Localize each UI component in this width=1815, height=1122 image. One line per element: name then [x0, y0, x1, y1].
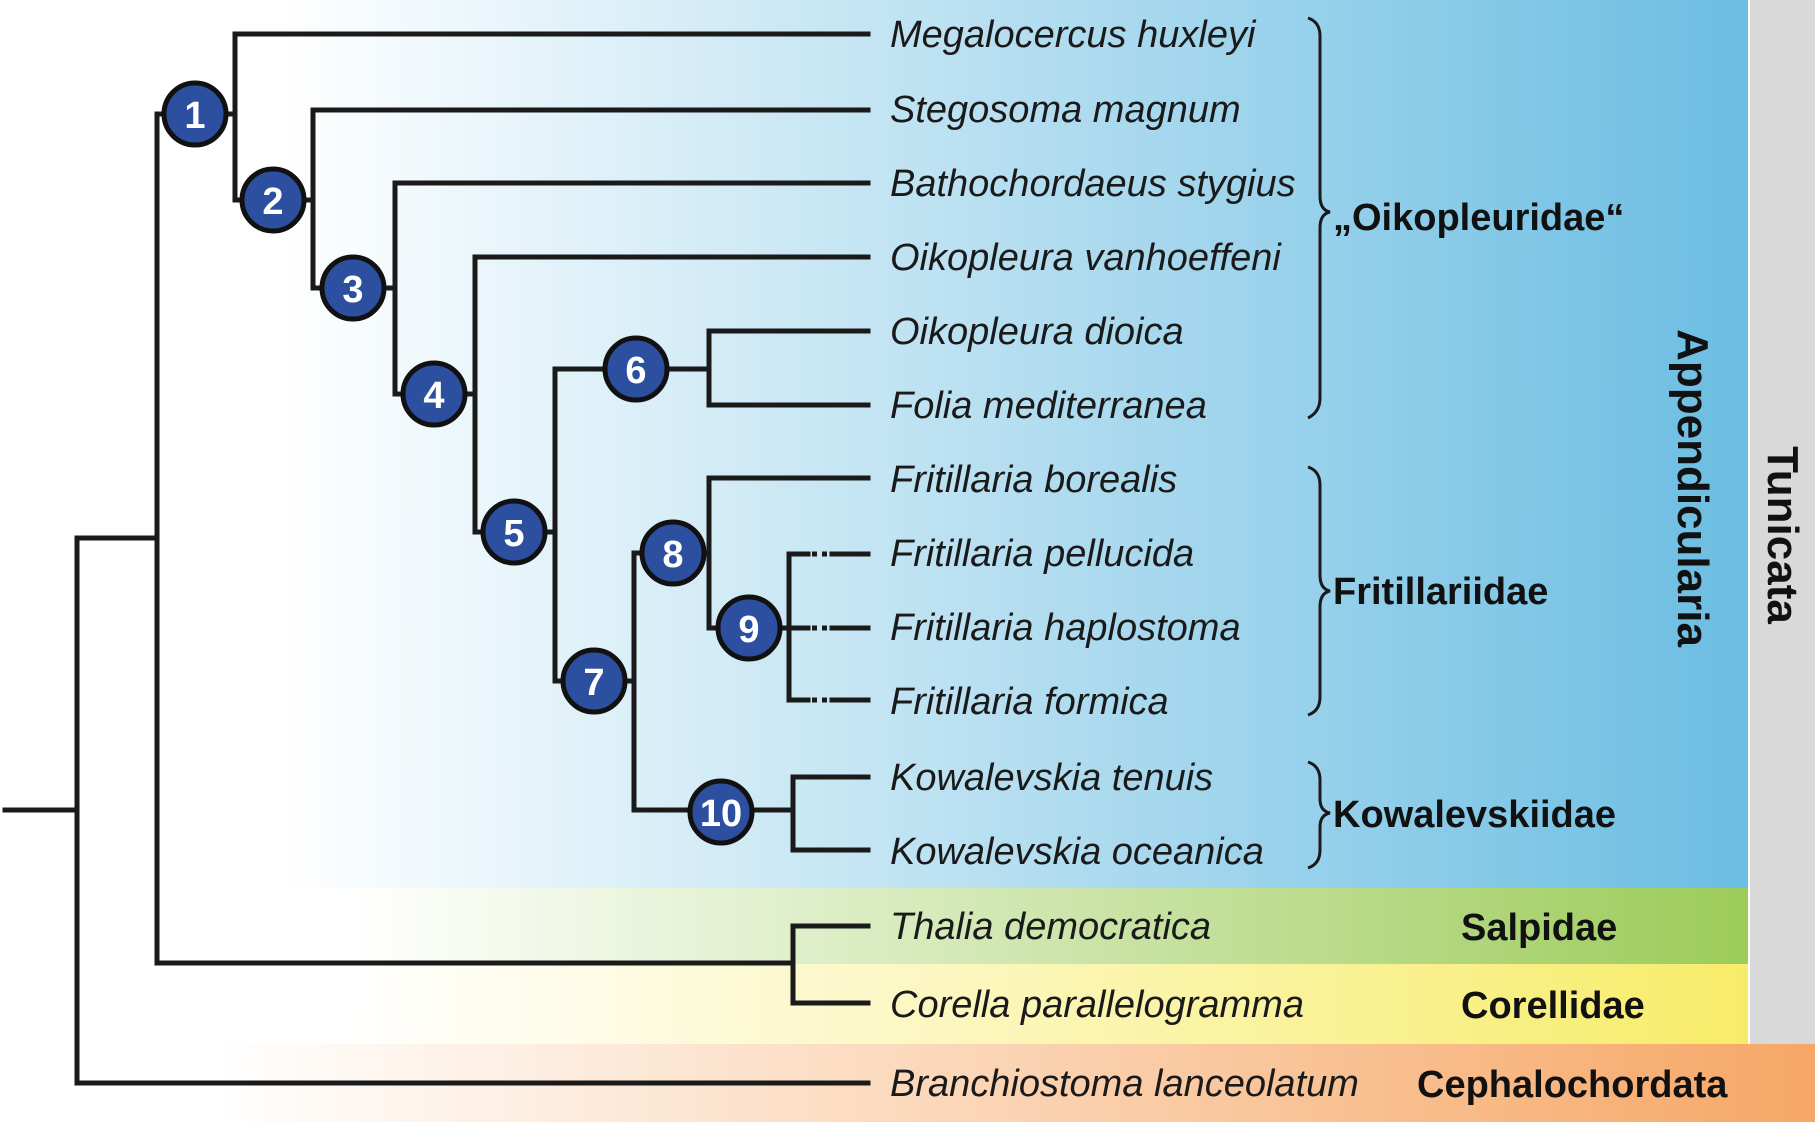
tree-branches: [2, 31, 871, 1086]
family-braces: [1307, 16, 1331, 870]
tunicata-band: [1750, 0, 1815, 1044]
taxon-label: Corella parallelogramma: [890, 984, 1304, 1026]
brace-fritillariidae: [1307, 465, 1331, 717]
taxon-label: Branchiostoma lanceolatum: [890, 1063, 1359, 1105]
family-labels: „Oikopleuridae“ Fritillariidae Kowalevsk…: [1333, 197, 1728, 1106]
family-label-cephalochordata: Cephalochordata: [1417, 1064, 1728, 1106]
taxon-label: Thalia democratica: [890, 906, 1211, 948]
taxon-label: Bathochordaeus stygius: [890, 163, 1296, 205]
svg-text:10: 10: [700, 793, 742, 835]
node-marker: 4: [400, 360, 468, 428]
node-marker: 1: [161, 80, 229, 148]
node-marker: 10: [687, 778, 755, 846]
node-marker: 5: [480, 498, 548, 566]
corellidae-band: [0, 964, 1748, 1044]
svg-text:5: 5: [503, 513, 524, 555]
taxon-label: Fritillaria haplostoma: [890, 607, 1241, 649]
salpidae-band: [0, 888, 1748, 964]
taxon-label: Kowalevskia tenuis: [890, 757, 1213, 799]
svg-text:3: 3: [342, 269, 363, 311]
taxon-labels: Megalocercus huxleyi Stegosoma magnum Ba…: [890, 14, 1359, 1105]
svg-text:4: 4: [423, 375, 444, 417]
svg-text:8: 8: [662, 534, 683, 576]
taxon-label: Fritillaria formica: [890, 681, 1169, 723]
brace-kowalevskiidae: [1307, 760, 1331, 870]
taxon-label: Megalocercus huxleyi: [890, 14, 1257, 56]
clade-label-tunicata: Tunicata: [1758, 446, 1807, 624]
family-label-oikopleuridae: „Oikopleuridae“: [1333, 197, 1624, 239]
taxon-label: Fritillaria pellucida: [890, 533, 1194, 575]
family-label-kowalevskiidae: Kowalevskiidae: [1333, 794, 1616, 836]
family-label-fritillariidae: Fritillariidae: [1333, 571, 1548, 613]
taxon-label: Fritillaria borealis: [890, 459, 1177, 501]
taxon-label: Oikopleura vanhoeffeni: [890, 237, 1282, 279]
svg-text:2: 2: [262, 181, 283, 223]
node-marker: 9: [715, 594, 783, 662]
svg-text:7: 7: [583, 662, 604, 704]
svg-text:9: 9: [738, 609, 759, 651]
taxon-label: Kowalevskia oceanica: [890, 831, 1264, 873]
node-marker: 7: [560, 647, 628, 715]
node-marker: 6: [602, 335, 670, 403]
node-marker: 8: [639, 519, 707, 587]
appendicularia-band: [0, 0, 1748, 888]
node-marker: 3: [319, 254, 387, 322]
family-label-salpidae: Salpidae: [1461, 907, 1617, 949]
brace-oikopleuridae: [1307, 16, 1331, 420]
family-label-corellidae: Corellidae: [1461, 985, 1645, 1027]
taxon-label: Stegosoma magnum: [890, 89, 1241, 131]
node-markers: 1 2 3 4 5 6 7 8: [161, 80, 783, 846]
svg-text:6: 6: [625, 350, 646, 392]
taxon-label: Folia mediterranea: [890, 385, 1207, 427]
clade-label-appendicularia: Appendicularia: [1668, 329, 1717, 647]
taxon-label: Oikopleura dioica: [890, 311, 1184, 353]
node-marker: 2: [239, 166, 307, 234]
svg-text:1: 1: [184, 95, 205, 137]
